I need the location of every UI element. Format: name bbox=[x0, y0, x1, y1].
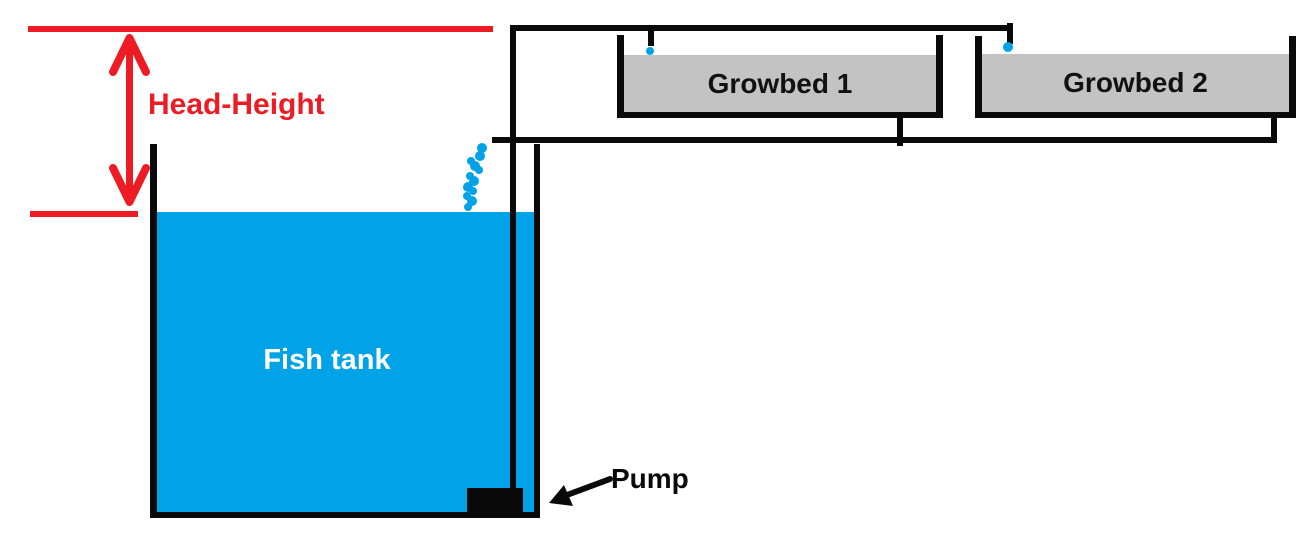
growbed2-drain-pipe bbox=[1271, 112, 1277, 143]
pump-riser-pipe bbox=[510, 25, 516, 492]
growbed-2-label: Growbed 2 bbox=[982, 54, 1289, 112]
growbed1-feed-outlet bbox=[648, 25, 654, 46]
head-height-arrow bbox=[109, 34, 150, 206]
water-level-reference-line bbox=[30, 211, 138, 217]
head-height-top-reference-line bbox=[28, 26, 493, 32]
fish-tank bbox=[150, 144, 540, 518]
growbed-2: Growbed 2 bbox=[975, 36, 1296, 118]
return-drain-pipe bbox=[492, 137, 1277, 143]
pump-arrow bbox=[549, 476, 613, 506]
top-feed-pipe bbox=[510, 25, 1013, 31]
growbed2-feed-outlet bbox=[1007, 23, 1013, 44]
growbed1-drain-pipe bbox=[897, 115, 903, 146]
growbed-1-label: Growbed 1 bbox=[624, 55, 936, 112]
pump bbox=[467, 488, 523, 514]
fish-tank-label: Fish tank bbox=[263, 344, 391, 376]
growbed-1: Growbed 1 bbox=[617, 35, 943, 118]
fish-tank-water bbox=[157, 212, 534, 512]
pump-label: Pump bbox=[611, 463, 689, 494]
head-height-label: Head-Height bbox=[148, 88, 325, 121]
